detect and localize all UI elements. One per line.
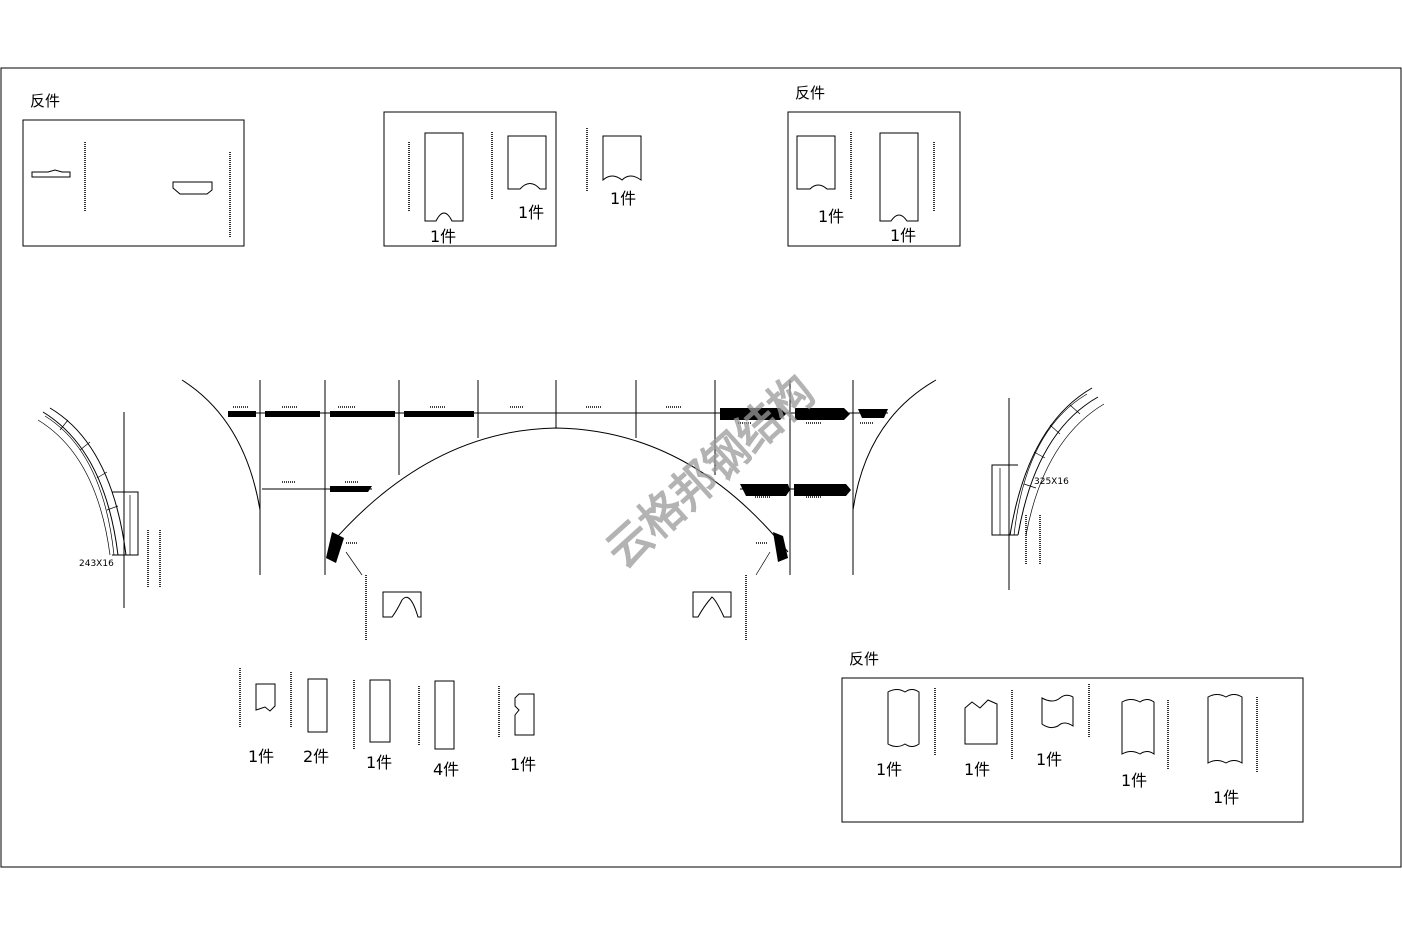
qty-label: 2件 [303,747,329,766]
springing-member [773,532,788,562]
qty-label: 1件 [1121,771,1147,790]
qty-label: 1件 [430,227,456,246]
qty-label: 4件 [433,760,459,779]
reverse-part-label: 反件 [795,84,825,102]
beam-member [720,408,786,420]
qty-label: 1件 [1036,750,1062,769]
reverse-part-label: 反件 [30,92,60,110]
beam-member [740,484,790,496]
qty-label: 1件 [876,760,902,779]
panel-bottom-right: 反件 1件 1件 1件 1件 1件 [841,650,1304,823]
reverse-part-label: 反件 [849,650,879,668]
beam-member [858,409,888,418]
panel-top-right: 反件 1件 1件 [787,84,961,247]
beam-member [794,484,851,496]
qty-label: 1件 [248,747,274,766]
arch-structure [181,379,937,576]
beam-member [265,411,320,417]
beam-member [795,408,850,420]
plate-piece-2 [172,181,213,195]
plate-piece-3 [424,132,464,222]
drawing-frame [0,67,1402,868]
panel-top-middle: 1件 1件 [383,111,557,247]
qty-label: 1件 [610,189,636,208]
section-dimension: 325X16 [1034,477,1069,487]
qty-label: 1件 [964,760,990,779]
qty-label: 1件 [818,207,844,226]
arch-detail-parts [365,575,747,640]
plate-piece-1 [31,169,71,178]
beam-member [330,411,395,417]
beam-member [404,411,474,417]
standalone-part-top: 1件 [586,128,642,208]
bottom-left-parts: 1件 2件 1件 4件 1件 [239,668,536,779]
qty-label: 1件 [518,203,544,222]
plate-piece-4 [507,135,547,190]
qty-label: 1件 [890,226,916,245]
left-curved-column: 243X16 [37,407,161,608]
qty-label: 1件 [510,755,536,774]
panel-top-left: 反件 [22,92,245,247]
qty-label: 1件 [1213,788,1239,807]
beam-member [330,486,372,492]
qty-label: 1件 [366,753,392,772]
springing-member [326,532,344,563]
section-dimension: 243X16 [79,559,114,569]
beam-member [228,411,256,417]
right-curved-column: 325X16 [991,387,1105,590]
